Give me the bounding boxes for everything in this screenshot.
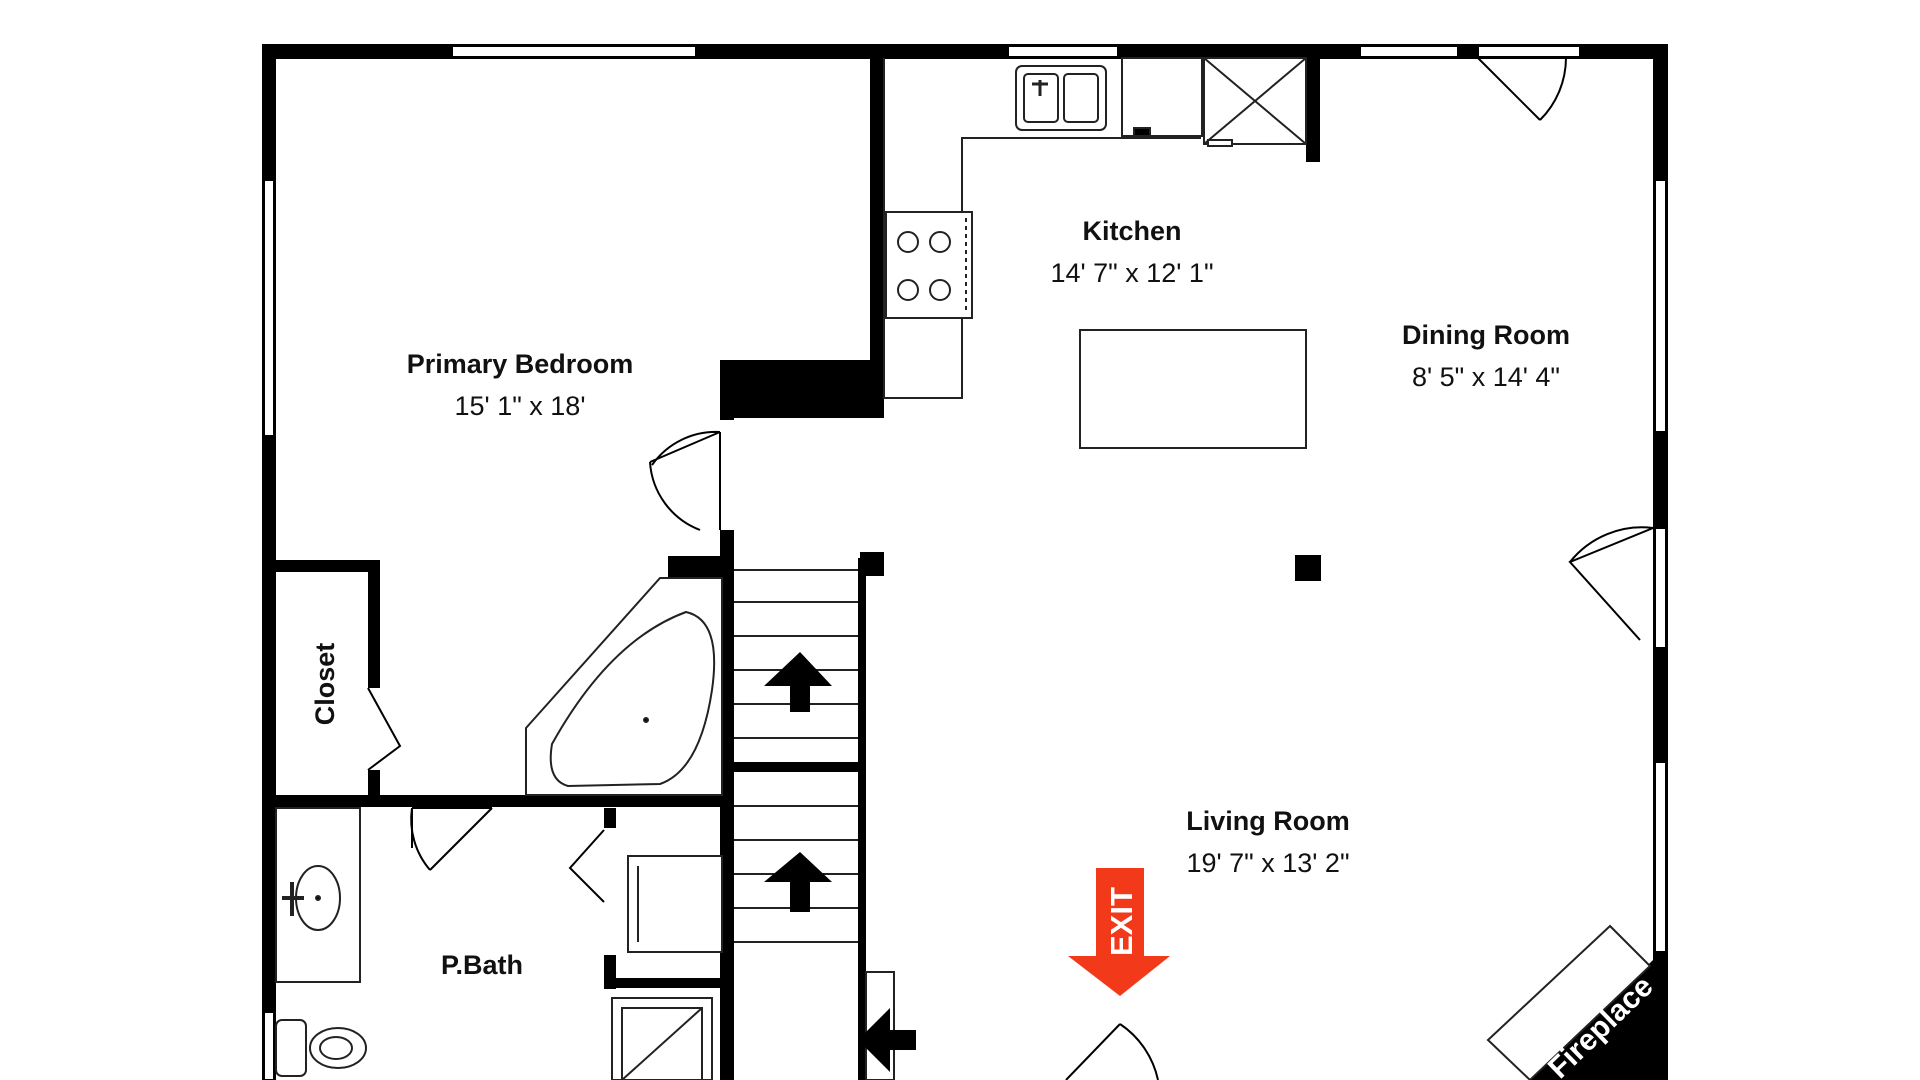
toilet — [275, 1019, 367, 1077]
primary-bedroom-name: Primary Bedroom — [407, 349, 634, 379]
kitchen-name: Kitchen — [1082, 216, 1181, 246]
exit-marker: EXIT — [1068, 868, 1170, 996]
exit-label: EXIT — [1104, 887, 1139, 956]
shower — [611, 997, 713, 1080]
arrow-left-icon — [858, 1008, 916, 1072]
refrigerator — [1203, 57, 1307, 147]
fireplace: Fireplace — [1486, 924, 1660, 1080]
room-labels: Primary Bedroom 15' 1" x 18' Kitchen 14'… — [310, 216, 1570, 980]
arrow-up-icon — [764, 852, 832, 912]
p-bath-name: P.Bath — [441, 950, 523, 980]
arrow-up-icon — [764, 652, 832, 712]
living-room-dims: 19' 7" x 13' 2" — [1186, 848, 1349, 878]
closet-name: Closet — [310, 643, 340, 726]
living-room-name: Living Room — [1186, 806, 1350, 836]
dishwasher — [1121, 57, 1203, 137]
dining-room-name: Dining Room — [1402, 320, 1570, 350]
kitchen-sink — [1015, 65, 1107, 131]
primary-bedroom-dims: 15' 1" x 18' — [455, 391, 586, 421]
exit-arrow-icon — [1068, 868, 1170, 996]
bathtub — [525, 577, 723, 796]
right-windows — [1654, 179, 1667, 953]
exterior-walls — [262, 44, 1668, 1080]
kitchen-island — [1079, 329, 1307, 449]
left-windows — [263, 179, 275, 1080]
kitchen-dims: 14' 7" x 12' 1" — [1050, 258, 1213, 288]
vanity — [275, 807, 361, 983]
stair-arrows — [764, 652, 916, 1072]
top-windows — [451, 45, 1581, 58]
stairs-upper — [734, 569, 858, 739]
washer-dryer — [627, 855, 723, 953]
dining-room-dims: 8' 5" x 14' 4" — [1412, 362, 1560, 392]
stove — [885, 211, 973, 319]
doors — [367, 57, 1654, 1080]
interior-walls — [262, 44, 1321, 1080]
